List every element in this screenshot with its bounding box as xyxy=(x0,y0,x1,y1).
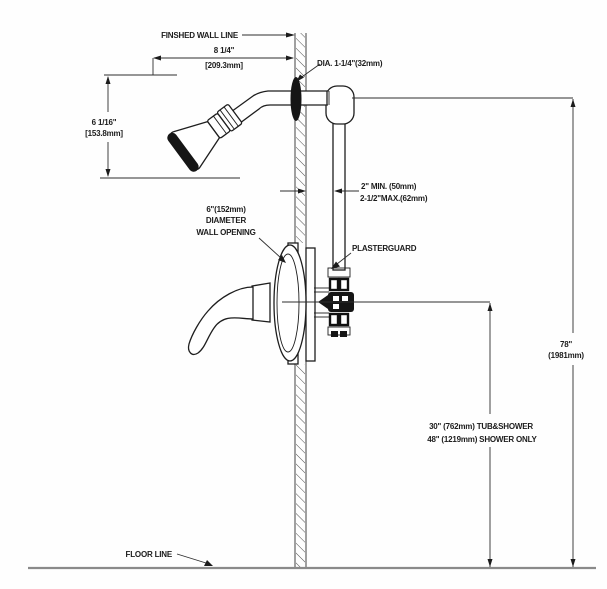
dim-arm-length: 8 1/4" [209.3mm] xyxy=(104,46,294,76)
plasterguard-plate xyxy=(305,247,316,362)
opening-label-1: 6"(152mm) xyxy=(206,205,246,214)
leader-arrowhead xyxy=(296,74,304,82)
valve-bolt xyxy=(338,312,350,327)
wall-hatch-middle xyxy=(296,105,305,243)
leader-arrowhead xyxy=(286,32,295,38)
dim-arrowhead xyxy=(487,559,493,567)
dim-valve-height: 30" (762mm) TUB&SHOWER 48" (1219mm) SHOW… xyxy=(282,301,538,567)
arm-length-mm: [209.3mm] xyxy=(205,61,243,70)
arm-length-inches: 8 1/4" xyxy=(214,46,235,55)
callout-finished-wall-line: FINSHED WALL LINE xyxy=(161,31,295,40)
nut-ridge xyxy=(213,115,227,135)
dim-arrowhead xyxy=(105,76,111,84)
dim-arrowhead xyxy=(286,55,294,61)
plasterguard-label: PLASTERGUARD xyxy=(352,244,417,253)
leader-arrowhead xyxy=(204,560,213,566)
head-face-rim xyxy=(167,132,199,172)
valve-cartridge-detail xyxy=(342,296,348,301)
dim-wall-depth: 2" MIN. (50mm) 2-1/2"MAX.(62mm) xyxy=(280,182,428,203)
shower-arm-and-head xyxy=(167,77,328,172)
escutcheon-dome-inner xyxy=(276,253,300,353)
overall-height-inches: 78" xyxy=(560,340,572,349)
valve-bottom-union xyxy=(327,326,351,336)
dim-arrowhead xyxy=(153,55,161,61)
valve-trim xyxy=(187,242,307,365)
elbow-fitting xyxy=(325,85,355,125)
pipe-dia-label: DIA. 1-1/4"(32mm) xyxy=(317,59,383,68)
handle-lever xyxy=(187,286,254,356)
escutcheon-dome xyxy=(273,244,307,362)
leader-line xyxy=(336,252,352,265)
dim-overall-height: 78" (1981mm) xyxy=(352,97,585,567)
riser-pipe xyxy=(332,119,346,271)
valve-bolt xyxy=(328,277,340,292)
dim-head-drop: 6 1/16" [153.8mm] xyxy=(85,76,240,179)
head-drop-inches: 6 1/16" xyxy=(92,118,117,127)
dim-arrowhead xyxy=(487,303,493,311)
floor-line-label: FLOOR LINE xyxy=(126,550,173,559)
dim-arrowhead xyxy=(570,99,576,107)
wall-hatch-top xyxy=(296,33,305,91)
valve-height-tub-label: 30" (762mm) TUB&SHOWER xyxy=(429,422,533,431)
depth-min-label: 2" MIN. (50mm) xyxy=(361,182,417,191)
dim-arrowhead xyxy=(570,559,576,567)
callout-plasterguard: PLASTERGUARD xyxy=(331,244,417,269)
overall-height-mm: (1981mm) xyxy=(548,351,584,360)
valve-bottom-cap xyxy=(331,331,338,337)
valve-bolt xyxy=(338,277,350,292)
valve-body xyxy=(314,267,354,337)
opening-label-2: DIAMETER xyxy=(206,216,247,225)
valve-bottom-cap xyxy=(340,331,347,337)
leader-arrowhead xyxy=(278,255,286,263)
finished-wall-line-label: FINSHED WALL LINE xyxy=(161,31,239,40)
dim-arrowhead xyxy=(105,169,111,177)
valve-cartridge-detail xyxy=(333,304,339,309)
wall-hatch-bottom xyxy=(296,364,305,568)
valve-cartridge-detail xyxy=(333,296,339,301)
dimensions: FINSHED WALL LINE 8 1/4" [209.3mm] DIA. … xyxy=(85,31,585,567)
valve-bolt xyxy=(328,312,340,327)
leader-arrowhead xyxy=(331,261,340,269)
callout-floor-line: FLOOR LINE xyxy=(126,550,213,566)
arm-escutcheon xyxy=(290,77,302,121)
leader-line xyxy=(258,237,282,259)
callout-pipe-dia: DIA. 1-1/4"(32mm) xyxy=(296,59,383,82)
nut-ridge xyxy=(223,106,239,127)
valve-top-union xyxy=(327,267,351,278)
valve-height-shower-label: 48" (1219mm) SHOWER ONLY xyxy=(427,435,537,444)
nut-ridge xyxy=(219,109,235,130)
dim-arrowhead xyxy=(298,188,306,194)
shower-head xyxy=(167,104,243,172)
leader-line xyxy=(176,553,207,564)
opening-label-3: WALL OPENING xyxy=(196,228,255,237)
depth-max-label: 2-1/2"MAX.(62mm) xyxy=(360,194,428,203)
handle-hub xyxy=(251,282,271,323)
callout-wall-opening: 6"(152mm) DIAMETER WALL OPENING xyxy=(196,205,286,263)
head-drop-mm: [153.8mm] xyxy=(85,129,123,138)
dim-arrowhead xyxy=(334,188,342,194)
